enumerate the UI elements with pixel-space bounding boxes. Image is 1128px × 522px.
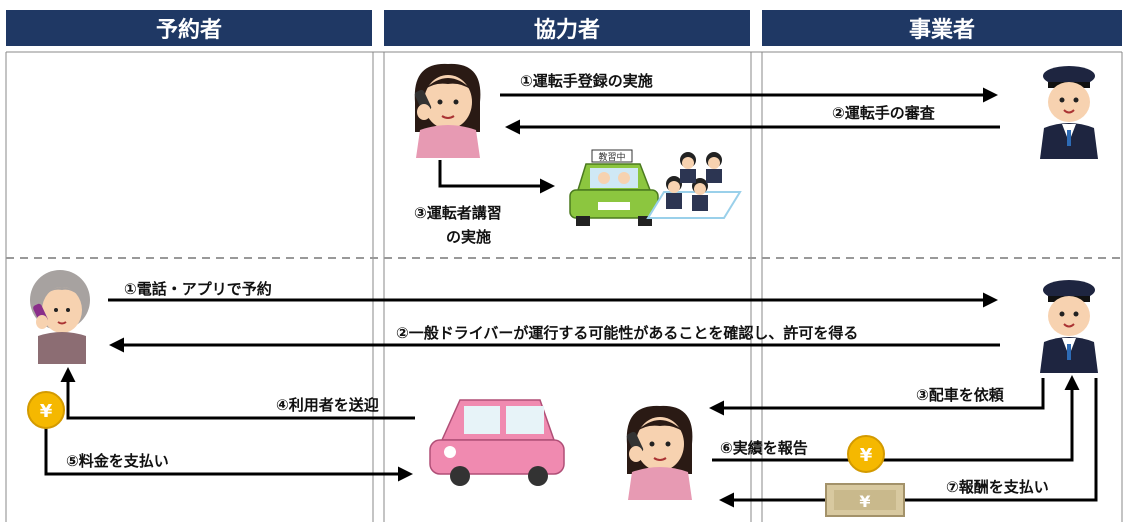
arrow-s2-step6 — [712, 375, 1080, 462]
label-s2-step2: ②一般ドライバーが運行する可能性があることを確認し、許可を得る — [396, 324, 859, 342]
label-s1-step3-line2: の実施 — [446, 228, 492, 246]
elderly-woman-phone-icon — [30, 270, 90, 364]
header-cooperator-label: 協力者 — [533, 18, 600, 43]
arrow-s2-step4 — [60, 367, 415, 420]
header-operator: 事業者 — [762, 10, 1122, 46]
label-s1-step2: ②運転手の審査 — [832, 104, 935, 122]
label-s2-step6: ⑥実績を報告 — [720, 439, 808, 457]
label-s2-step7: ⑦報酬を支払い — [946, 478, 1049, 496]
arrow-s2-step3 — [709, 378, 1045, 416]
driver-icon-2 — [1040, 280, 1098, 373]
arrow-s1-step3 — [438, 160, 555, 194]
label-s1-step3-line1: ③運転者講習 — [414, 204, 502, 222]
driver-icon — [1040, 66, 1098, 159]
header-reserver-label: 予約者 — [155, 18, 222, 43]
yen-coin-symbol: ¥ — [40, 401, 53, 422]
yen-banknote-symbol: ¥ — [859, 492, 870, 511]
yen-banknote-icon: ¥ — [825, 483, 905, 517]
lecture-students-icon — [646, 152, 742, 219]
woman-phone-icon — [414, 63, 481, 158]
learner-car-icon: 教習中 — [569, 149, 659, 226]
label-s2-step4: ④利用者を送迎 — [276, 396, 379, 414]
woman-phone-icon-2 — [626, 405, 693, 500]
header-operator-label: 事業者 — [908, 18, 975, 43]
learner-sign-text: 教習中 — [598, 151, 625, 163]
yen-coin-symbol-2: ¥ — [860, 445, 873, 466]
yen-coin-icon-2: ¥ — [847, 435, 885, 473]
label-s2-step5: ⑤料金を支払い — [66, 452, 169, 470]
label-s2-step3: ③配車を依頼 — [916, 386, 1004, 404]
label-s1-step1: ①運転手登録の実施 — [520, 72, 653, 90]
header-reserver: 予約者 — [6, 10, 372, 46]
panel-borders — [5, 51, 1123, 522]
pink-car-icon — [429, 399, 565, 486]
header-cooperator: 協力者 — [384, 10, 750, 46]
label-s2-step1: ①電話・アプリで予約 — [124, 280, 272, 298]
arrow-s2-step5 — [44, 428, 413, 482]
yen-coin-icon: ¥ — [27, 391, 65, 429]
